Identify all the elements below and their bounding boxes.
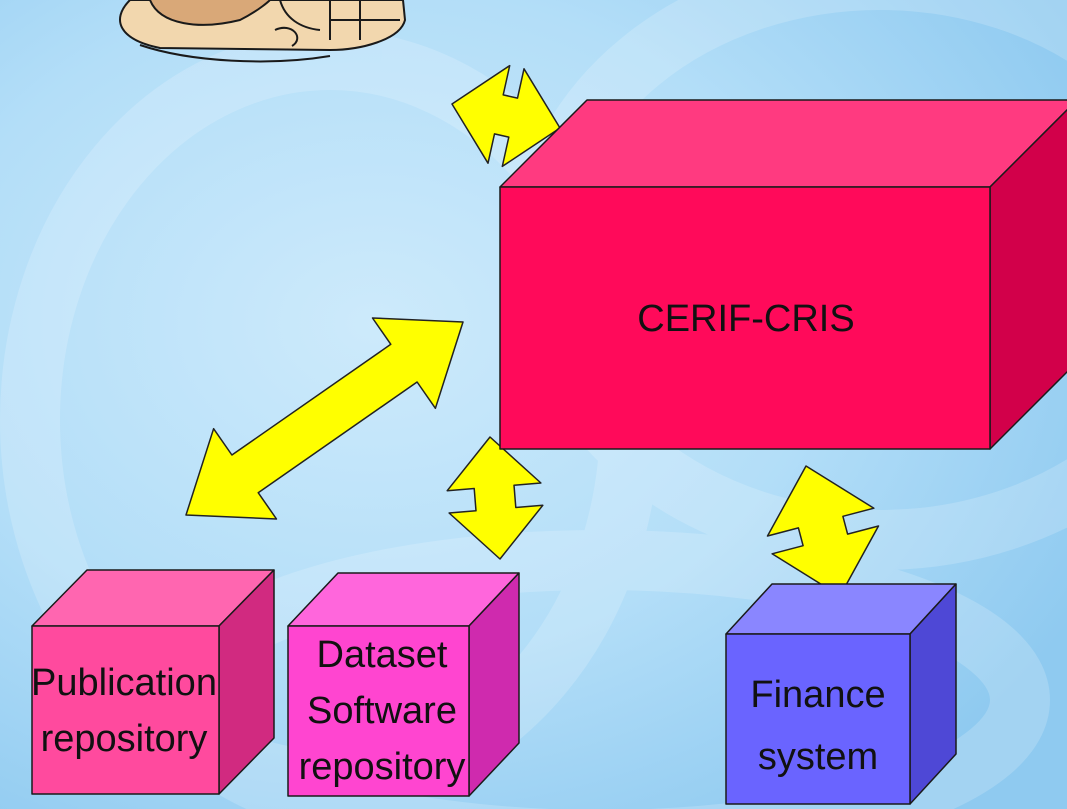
finance-box — [725, 583, 957, 805]
connector-arrows — [185, 64, 880, 597]
finance-label-line2: system — [757, 736, 879, 778]
arrow-cris-publication — [185, 317, 464, 520]
dataset-label-line2: Software — [307, 690, 457, 732]
finance-box-front-face — [725, 633, 911, 805]
system-boxes — [31, 99, 1067, 805]
publication-label-line2: repository — [40, 718, 208, 760]
cris-box-top-face — [499, 99, 1067, 188]
publication-label-line1: Publication — [31, 662, 217, 704]
cris-label: CERIF-CRIS — [637, 298, 855, 340]
publication-box-front-face — [31, 625, 220, 795]
dataset-box-front-face — [287, 625, 470, 797]
cris-box-front-face — [499, 186, 991, 450]
publication-box — [31, 569, 275, 795]
person-at-desk-clipart-icon — [119, 0, 407, 63]
dataset-label-line1: Dataset — [316, 634, 448, 676]
arrow-cris-dataset — [446, 436, 544, 560]
dataset-box — [287, 572, 520, 797]
dataset-label-line3: repository — [298, 746, 466, 788]
finance-label-line1: Finance — [750, 674, 886, 716]
cris-box — [499, 99, 1067, 450]
